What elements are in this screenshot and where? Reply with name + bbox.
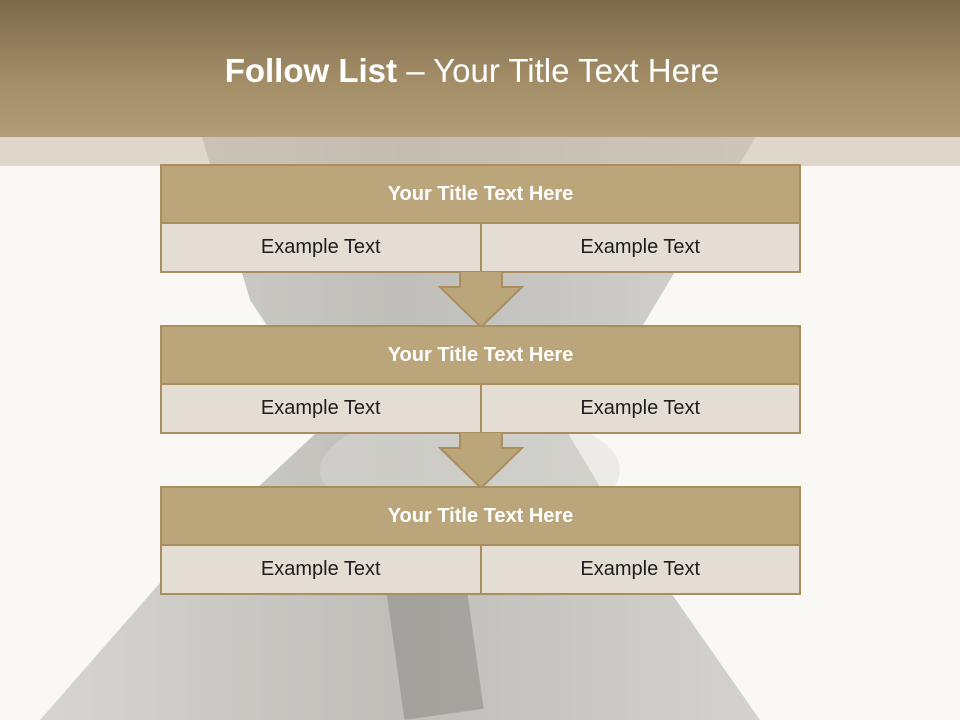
step-row: Example Text Example Text <box>162 222 799 271</box>
step-cell-right: Example Text <box>479 224 799 271</box>
step-cell-right: Example Text <box>479 385 799 432</box>
step-title: Your Title Text Here <box>162 488 799 544</box>
step-row: Example Text Example Text <box>162 383 799 432</box>
step-cell-left: Example Text <box>162 546 480 593</box>
step-title: Your Title Text Here <box>162 166 799 222</box>
page-title-rest: – Your Title Text Here <box>397 52 720 89</box>
page-title: Follow List – Your Title Text Here <box>0 52 944 90</box>
step-box-3: Your Title Text Here Example Text Exampl… <box>160 486 801 595</box>
step-title: Your Title Text Here <box>162 327 799 383</box>
header-band <box>0 137 960 166</box>
step-row: Example Text Example Text <box>162 544 799 593</box>
step-cell-left: Example Text <box>162 385 480 432</box>
step-box-2: Your Title Text Here Example Text Exampl… <box>160 325 801 434</box>
step-cell-left: Example Text <box>162 224 480 271</box>
step-cell-right: Example Text <box>479 546 799 593</box>
down-arrow-icon <box>438 271 524 329</box>
down-arrow-icon <box>438 432 524 490</box>
page-title-bold: Follow List <box>224 52 398 89</box>
header-bar <box>0 0 960 137</box>
step-box-1: Your Title Text Here Example Text Exampl… <box>160 164 801 273</box>
